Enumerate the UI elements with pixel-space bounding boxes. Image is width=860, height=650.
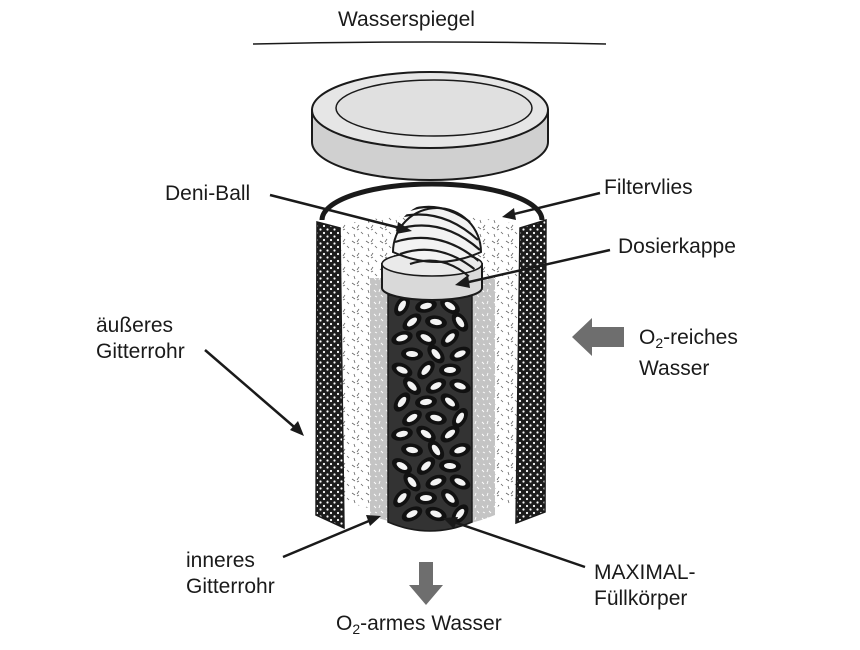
filling-body-hole: [444, 366, 456, 374]
label-filling: MAXIMAL- Füllkörper: [594, 560, 696, 612]
outer-tube-rim: [319, 181, 545, 221]
filling-body-hole: [406, 317, 418, 327]
filling-body-hole: [397, 396, 407, 408]
filling-body-hole: [406, 413, 418, 423]
filling-body-hole: [430, 414, 442, 422]
filling-body-hole: [454, 446, 466, 454]
leader-outer-tube: [204, 349, 301, 433]
filling-body-hole: [420, 302, 432, 310]
filling-body-hole: [420, 494, 432, 502]
filling-body-hole: [445, 333, 455, 343]
filling-body-hole: [444, 462, 456, 470]
filling-body-hole: [430, 382, 442, 390]
filling-body-hole: [396, 366, 408, 374]
label-outer-tube-line1: äußeres: [96, 314, 174, 337]
label-o2-poor: O2-armes Wasser: [336, 612, 502, 637]
filling-body-hole: [455, 508, 465, 520]
label-filling-line1: MAXIMAL-: [594, 561, 696, 584]
label-outer-tube: äußeres Gitterrohr: [96, 313, 185, 365]
water-level-line: [252, 41, 607, 45]
filling-body-hole: [444, 301, 456, 311]
arrow-down-icon: [409, 562, 443, 605]
filling-body-hole: [406, 510, 418, 518]
filling-body-hole: [454, 478, 466, 486]
inner-tube: [387, 294, 473, 532]
filling-body-hole: [420, 398, 432, 406]
outer-tube-right-wall: [515, 218, 547, 525]
label-filter-fleece: Filtervlies: [604, 176, 693, 199]
filling-body-hole: [396, 334, 408, 342]
label-inner-tube-line1: inneres: [186, 549, 255, 572]
filling-body-hole: [444, 429, 456, 439]
label-deni-ball: Deni-Ball: [165, 182, 251, 205]
label-filling-line2: Füllkörper: [594, 587, 688, 610]
filling-body-hole: [445, 493, 455, 503]
label-o2-rich-line2: Wasser: [639, 357, 710, 380]
outer-tube-left-wall: [315, 221, 345, 530]
label-water-level: Wasserspiegel: [338, 8, 475, 31]
filling-body-hole: [421, 461, 431, 471]
filling-body-hole: [420, 429, 432, 439]
filling-body-hole: [455, 316, 465, 328]
label-inner-tube: inneres Gitterrohr: [186, 548, 275, 600]
filling-body-hole: [397, 493, 407, 503]
leader-lines: [204, 191, 611, 569]
filling-body-hole: [431, 444, 441, 456]
filling-body-hole: [406, 350, 418, 358]
filling-body-hole: [396, 462, 408, 470]
filling-body-hole: [430, 478, 442, 486]
filling-body-hole: [396, 430, 408, 438]
label-outer-tube-line2: Gitterrohr: [96, 340, 185, 363]
filling-body-hole: [421, 365, 431, 375]
filling-bodies: [391, 295, 471, 524]
leader-deni-ball: [269, 193, 409, 232]
filling-body-hole: [430, 510, 442, 518]
filling-body-hole: [445, 397, 455, 407]
leader-filling: [447, 518, 586, 569]
filling-body-hole: [407, 381, 417, 391]
filling-body-hole: [407, 476, 417, 488]
label-inner-tube-line2: Gitterrohr: [186, 575, 275, 598]
filling-body-hole: [420, 334, 432, 342]
leader-inner-tube: [282, 516, 377, 559]
filling-body-hole: [454, 350, 466, 358]
leader-filter-fleece: [505, 191, 601, 218]
label-dosing-cap: Dosierkappe: [618, 235, 736, 258]
arrow-left-icon: [572, 318, 624, 356]
lid: [311, 71, 549, 181]
filling-body-hole: [454, 382, 466, 390]
filling-body-hole: [455, 412, 465, 424]
filling-body-hole: [430, 318, 442, 326]
label-o2-rich: O2-reiches Wasser: [639, 325, 738, 382]
filling-body-hole: [406, 446, 418, 454]
filling-body-hole: [398, 300, 406, 312]
leader-dosing-cap: [459, 248, 611, 286]
filling-body-hole: [431, 349, 441, 359]
label-o2-rich-line1: O2-reiches: [639, 326, 738, 351]
